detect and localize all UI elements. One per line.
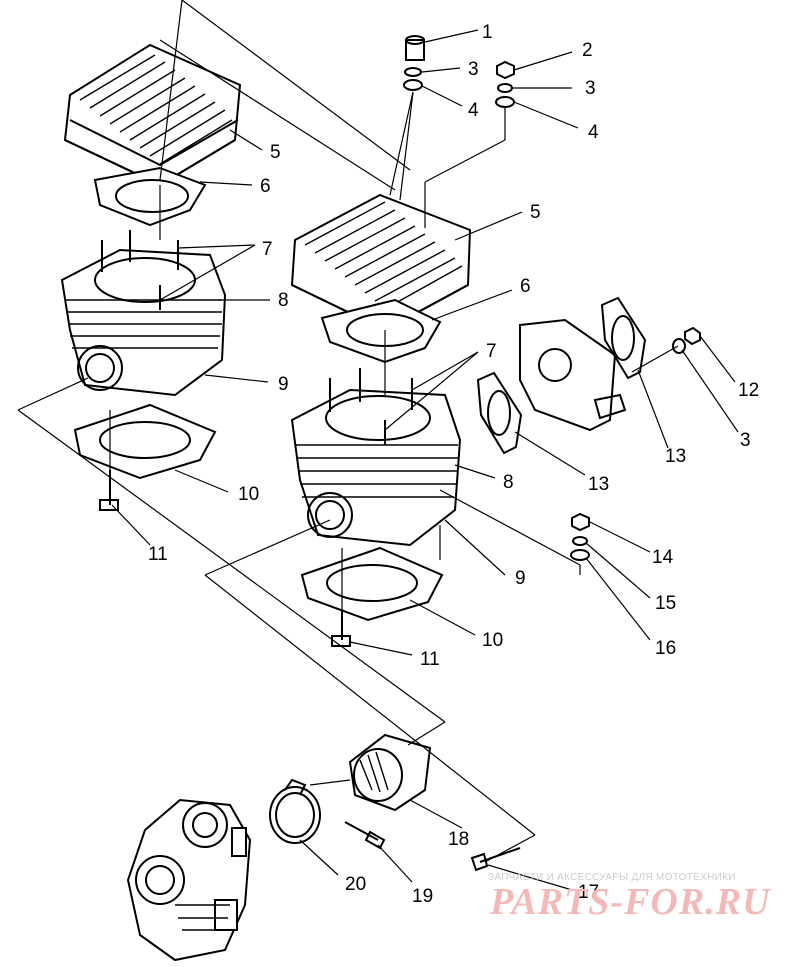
callout-15: 15 <box>655 593 676 614</box>
right-cylinder <box>290 368 462 547</box>
callout-14: 14 <box>652 547 674 568</box>
hardware-washer-3b <box>497 83 513 93</box>
callout-4: 4 <box>468 100 479 121</box>
callout-9: 9 <box>278 374 289 395</box>
callout-6: 6 <box>520 276 531 297</box>
left-cylinder-head <box>63 43 242 187</box>
right-head-gasket <box>320 298 442 364</box>
right-stud <box>331 610 351 647</box>
hardware-washer-3c <box>672 338 686 354</box>
watermark-tagline: ЗАПЧАСТИ И АКСЕССУАРЫ ДЛЯ МОТОТЕХНИКИ <box>488 872 736 883</box>
callout-5: 5 <box>530 202 541 223</box>
hardware-nut-14 <box>571 512 590 532</box>
callout-16: 16 <box>655 638 676 659</box>
exhaust-gasket-upper <box>600 296 647 380</box>
callout-7: 7 <box>262 239 273 260</box>
callout-10: 10 <box>482 630 503 651</box>
watermark-logo: PARTS-FOR.RU <box>490 881 771 923</box>
callout-11: 11 <box>148 544 168 565</box>
hardware-spacer-1 <box>405 35 425 61</box>
callout-10: 10 <box>238 484 259 505</box>
callout-5: 5 <box>270 142 281 163</box>
callout-labels: 1 2 3 3 4 4 5 5 6 6 7 7 8 8 9 9 10 10 11… <box>148 22 759 907</box>
callout-12: 12 <box>738 380 759 401</box>
hardware-washer-4a <box>403 79 423 91</box>
left-stud <box>99 470 119 511</box>
callout-11: 11 <box>420 649 440 670</box>
exhaust-manifold-bracket <box>519 318 627 432</box>
callout-7: 7 <box>486 341 497 362</box>
callout-3: 3 <box>468 59 479 80</box>
alignment-lines <box>17 0 679 863</box>
callout-4: 4 <box>588 122 599 143</box>
hose-clamp-20 <box>269 778 321 844</box>
callout-18: 18 <box>448 829 469 850</box>
callout-3: 3 <box>585 78 596 99</box>
callout-2: 2 <box>582 40 593 61</box>
callout-17: 17 <box>578 882 599 903</box>
callout-19: 19 <box>412 886 433 907</box>
hardware-washer-15 <box>572 536 588 546</box>
hardware-nut-2 <box>496 60 515 80</box>
callout-8: 8 <box>278 290 289 311</box>
callout-20: 20 <box>345 874 366 895</box>
bolt-17 <box>470 847 521 872</box>
hardware-washer-4b <box>495 96 515 108</box>
screw-19 <box>344 821 386 850</box>
right-base-gasket <box>300 546 444 622</box>
hardware-washer-3a <box>404 67 422 77</box>
hardware-nut-12 <box>684 326 701 346</box>
exhaust-gasket-lower <box>476 371 523 455</box>
carburetor <box>126 798 252 962</box>
callout-9: 9 <box>515 568 526 589</box>
callout-leaders <box>111 29 739 891</box>
callout-13: 13 <box>665 446 686 467</box>
hardware-washer-16 <box>570 549 590 561</box>
intake-adapter-18 <box>348 733 432 812</box>
left-head-gasket <box>93 166 207 227</box>
callout-3: 3 <box>740 430 751 451</box>
callout-8: 8 <box>503 472 514 493</box>
callout-1: 1 <box>482 22 493 43</box>
callout-6: 6 <box>260 176 271 197</box>
callout-13: 13 <box>588 474 609 495</box>
left-cylinder <box>60 230 227 397</box>
